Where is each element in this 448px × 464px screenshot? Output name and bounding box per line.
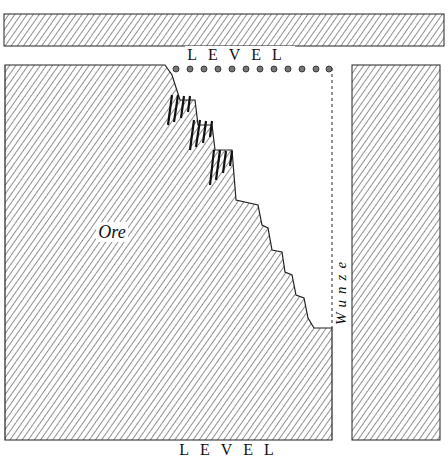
- rock-block: [352, 65, 440, 440]
- ore-label: Ore: [96, 222, 127, 242]
- ore-body: [5, 65, 332, 440]
- level-label: LEVEL: [177, 441, 287, 459]
- rock-band: [4, 14, 444, 46]
- level-label: LEVEL: [185, 46, 295, 64]
- lagging-dots: [173, 66, 332, 72]
- winze-label: Wunze: [333, 253, 350, 326]
- stulls: [168, 95, 232, 185]
